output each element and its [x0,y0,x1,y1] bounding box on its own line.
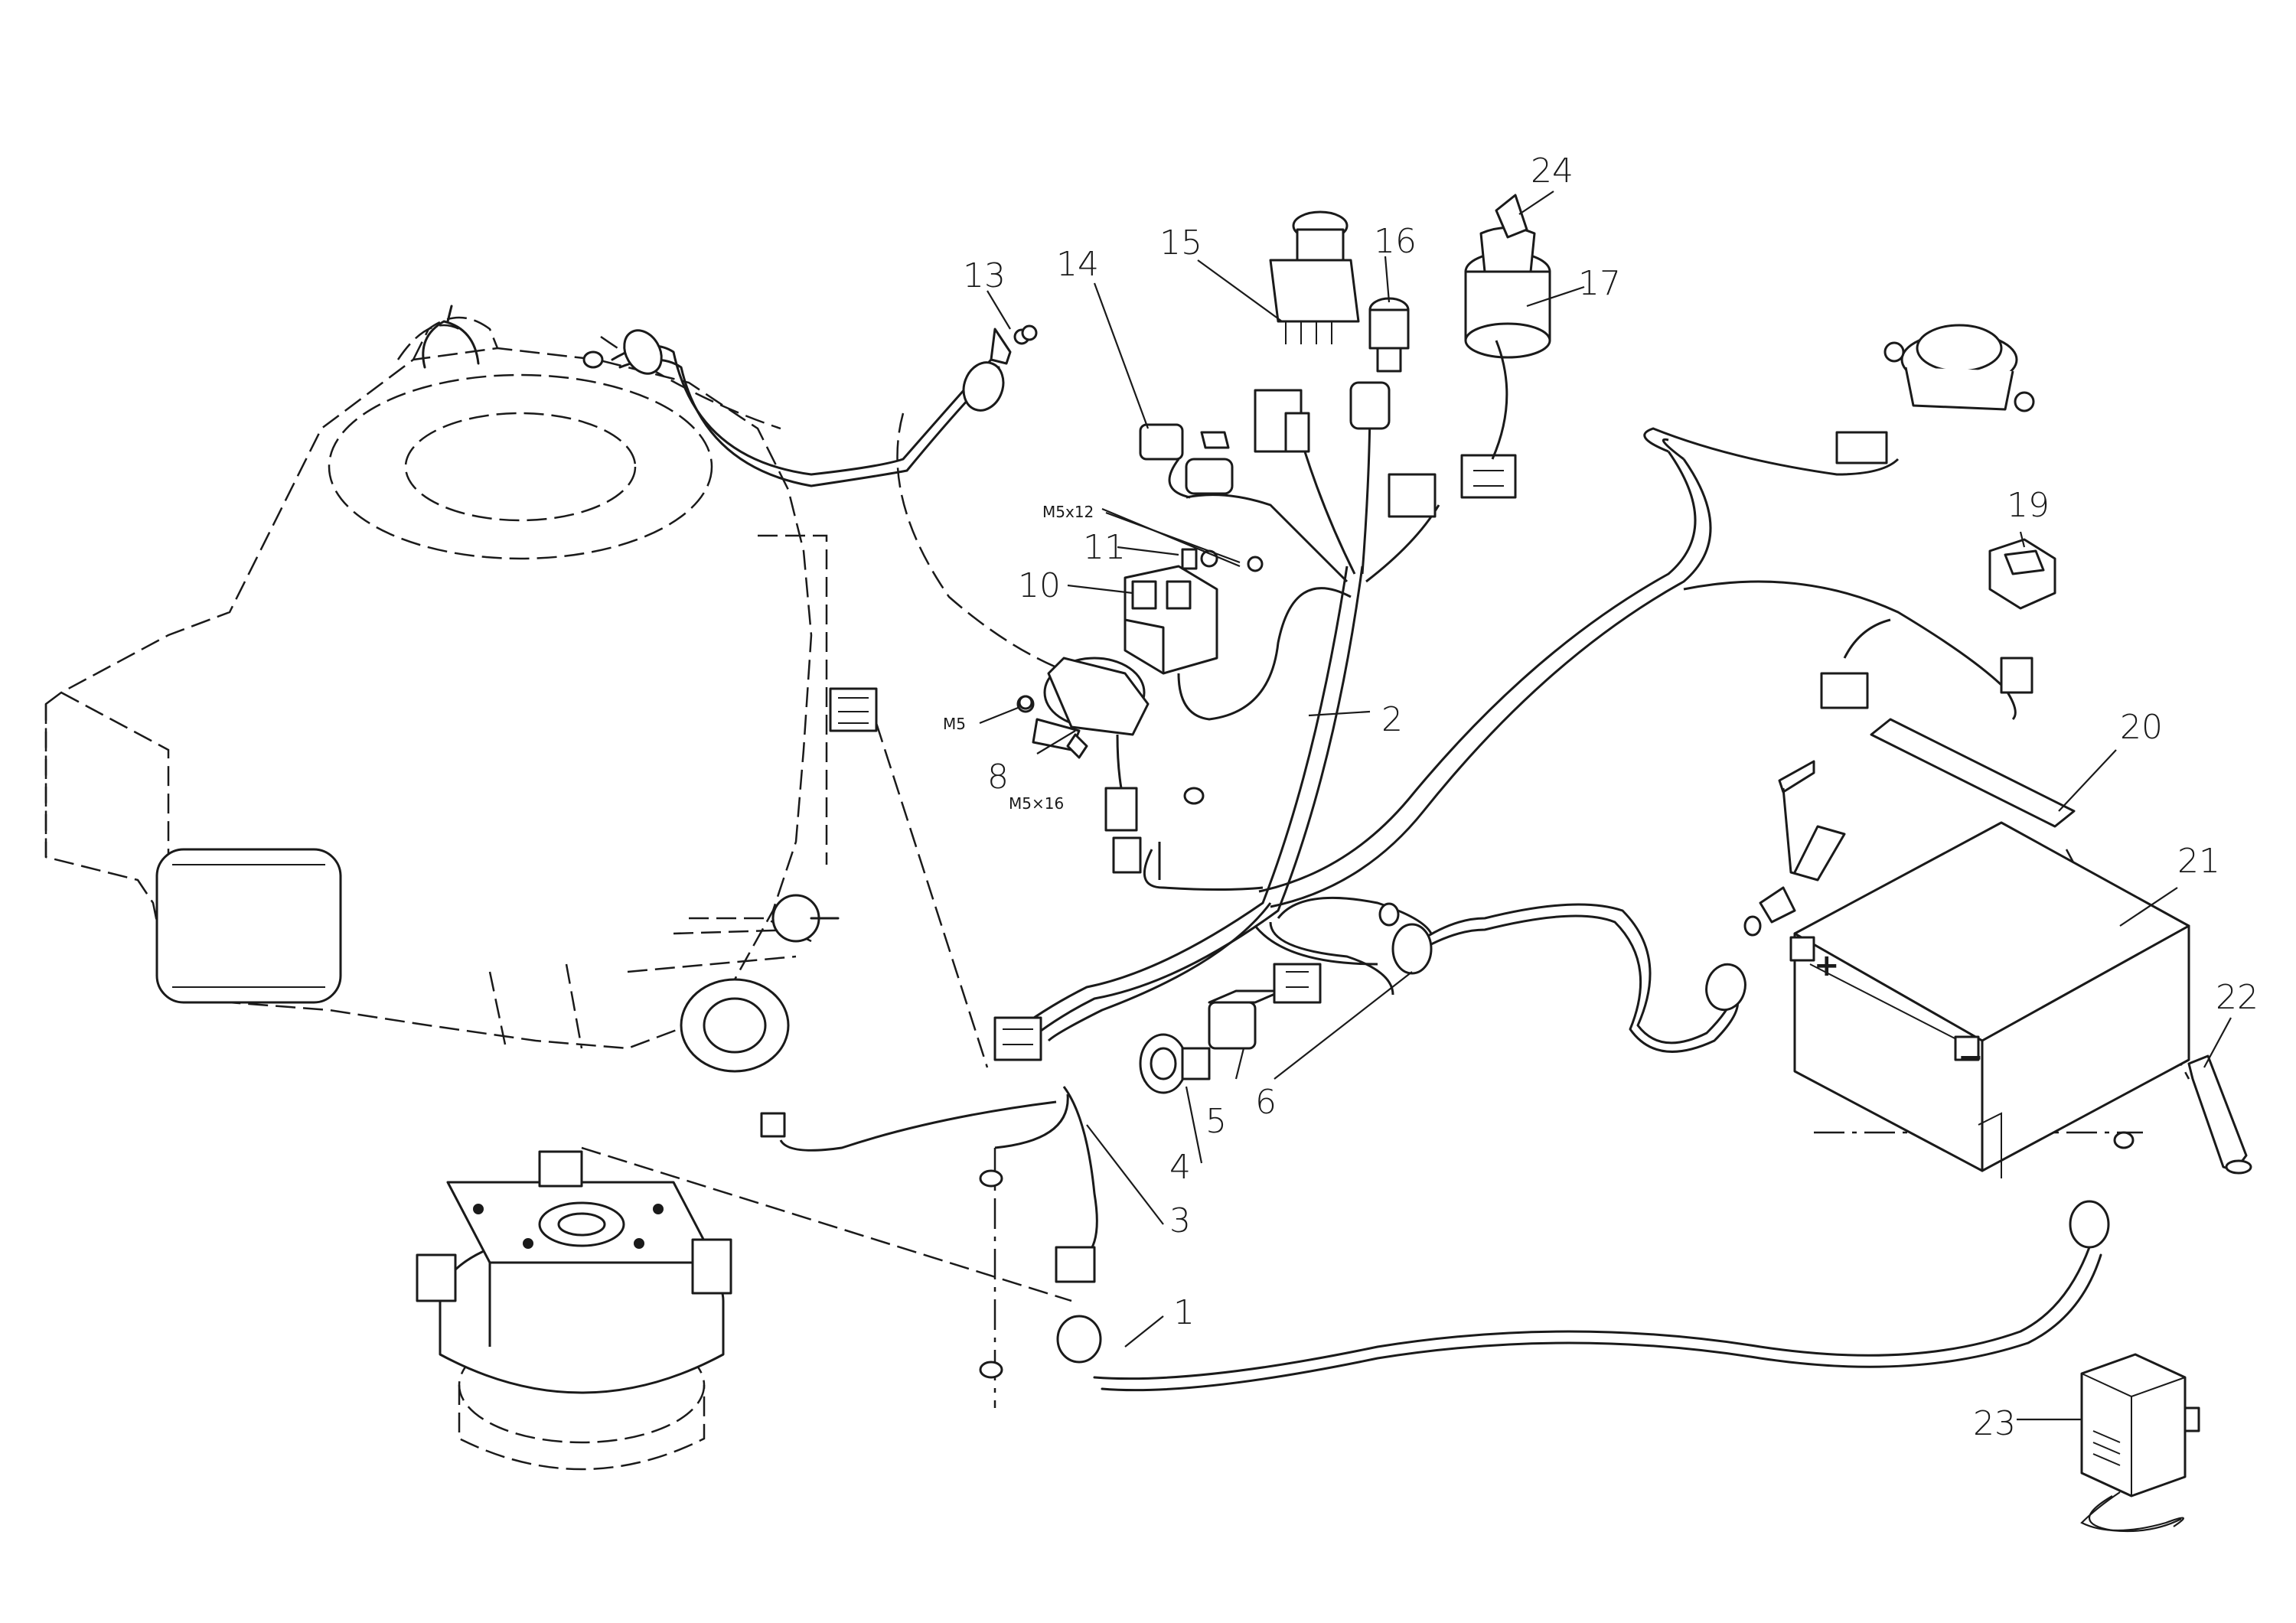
main-harness [779,397,2017,1256]
label-m5x12: M5x12 [1042,503,1094,521]
label-m5: M5 [943,715,966,733]
callout-4: 4 [1169,1148,1191,1187]
harness-connector-3 [760,1016,1096,1283]
indicator-lamp-16 [1349,297,1410,430]
ignition-key-24 [1495,194,1528,239]
engine-fittings [673,894,840,1073]
muffler [155,848,342,1004]
callout-20: 20 [2120,708,2163,747]
callout-1: 1 [1173,1293,1195,1332]
solenoid-8 [1016,657,1150,874]
seat-switch-5 [1208,963,1322,1050]
callout-23: 23 [1973,1404,2016,1443]
pto-switch-15 [1254,210,1360,453]
ignition-switch-17 [1388,227,1551,518]
spark-plug [422,305,480,369]
label-m5x16: M5×16 [1009,794,1064,813]
callout-24: 24 [1531,152,1574,191]
fuse-holder-14 [1139,423,1234,499]
battery-cables [611,344,2102,1392]
fastener-labels: M5x12 M5 M5×16 [943,503,1241,813]
callout-6: 6 [1255,1083,1277,1122]
cable-terminals [582,328,2135,1379]
positive-terminal-sign: + [1814,948,1840,983]
battery-charger-23 [2080,1353,2200,1533]
callout-13: 13 [963,256,1006,295]
callout-19: 19 [2007,486,2050,525]
battery-strap-20 [1759,718,2076,924]
fasteners [1018,324,1264,710]
callout-8: 8 [987,758,1009,797]
callout-15: 15 [1159,223,1202,262]
callout-21: 21 [2177,842,2220,881]
callout-11: 11 [1083,528,1126,567]
pto-clutch [416,1150,732,1471]
callout-14: 14 [1056,245,1099,284]
callout-17: 17 [1578,264,1621,303]
callout-numbers: 1 2 3 4 5 6 8 10 11 13 14 15 16 17 19 20… [963,152,2258,1443]
callout-22: 22 [2216,978,2258,1017]
negative-terminal-sign: − [1958,1040,1984,1075]
hour-meter [1835,324,2035,464]
hold-down-rod-22 [2187,1054,2252,1175]
callout-3: 3 [1169,1201,1191,1240]
brake-switch-4 [1139,1033,1211,1094]
switch-19 [1820,538,2056,709]
callout-2: 2 [1381,700,1403,739]
relay-10 [1124,548,1218,675]
callout-16: 16 [1374,222,1417,261]
callout-leaders [987,191,2232,1421]
engine-connector [829,687,878,732]
battery-21: + − [1789,821,2190,1178]
callout-5: 5 [1205,1102,1227,1141]
callout-10: 10 [1018,566,1061,605]
